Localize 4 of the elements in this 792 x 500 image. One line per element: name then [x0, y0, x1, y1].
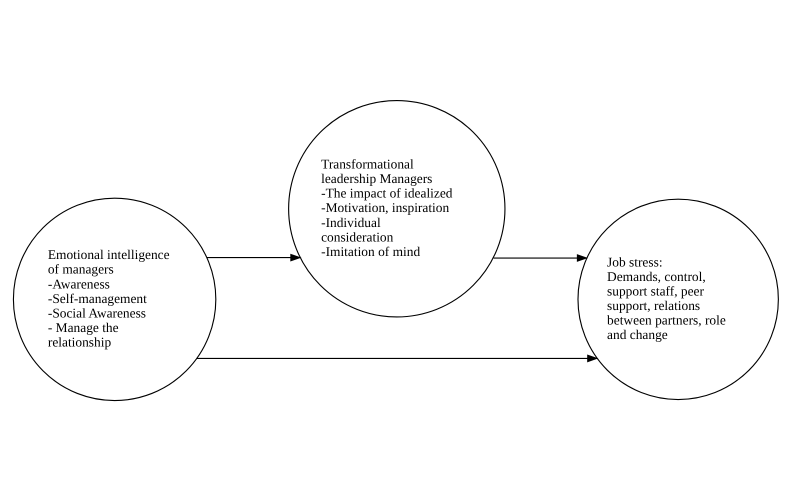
node-circle: Emotional intelligence of managers -Awareness -Self-management -Social Awareness - Manage the relationship — [12, 197, 216, 401]
arrow — [196, 354, 598, 362]
arrow — [207, 253, 302, 262]
arrow — [494, 254, 588, 262]
